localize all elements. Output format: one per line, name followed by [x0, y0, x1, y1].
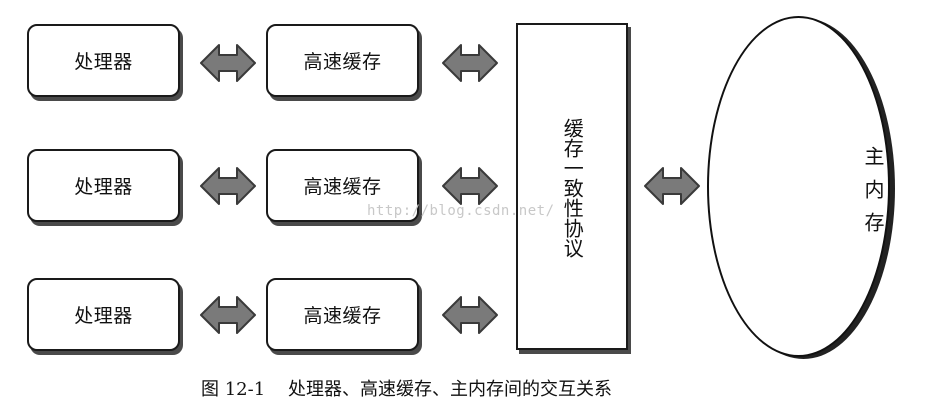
double-arrow-icon — [200, 296, 256, 334]
double-arrow-icon — [442, 44, 498, 82]
double-arrow-icon — [200, 44, 256, 82]
cache-label: 高速缓存 — [303, 305, 382, 327]
double-arrow-icon — [442, 296, 498, 334]
cache-label: 高速缓存 — [303, 176, 382, 198]
cache-box: 高速缓存 — [266, 24, 419, 97]
processor-box: 处理器 — [27, 149, 180, 222]
double-arrow-icon — [644, 167, 700, 205]
coherence-protocol-box: 缓存一致性协议 — [516, 23, 628, 350]
cache-box: 高速缓存 — [266, 149, 419, 222]
main-memory-ellipse: 主内存 — [707, 16, 890, 357]
processor-label: 处理器 — [74, 305, 133, 327]
processor-label: 处理器 — [74, 176, 133, 198]
main-memory-label: 主内存 — [861, 145, 885, 245]
processor-box: 处理器 — [27, 24, 180, 97]
cache-box: 高速缓存 — [266, 278, 419, 351]
double-arrow-icon — [200, 167, 256, 205]
coherence-protocol-label: 缓存一致性协议 — [560, 118, 585, 258]
processor-label: 处理器 — [74, 51, 133, 73]
cache-label: 高速缓存 — [303, 51, 382, 73]
watermark: http://blog.csdn.net/ — [367, 203, 555, 219]
double-arrow-icon — [442, 167, 498, 205]
figure-caption: 图 12-1 处理器、高速缓存、主内存间的交互关系 — [201, 379, 613, 400]
processor-box: 处理器 — [27, 278, 180, 351]
